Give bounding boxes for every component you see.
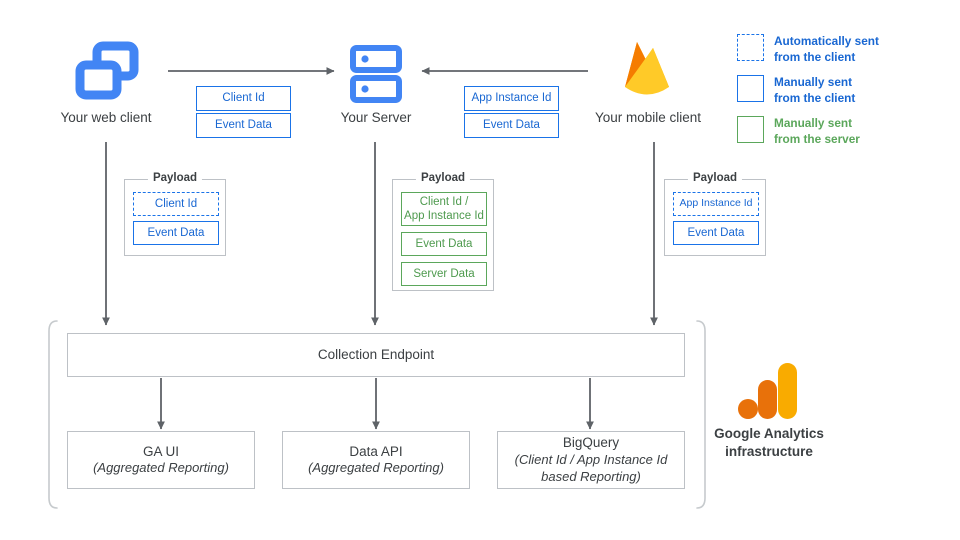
payload-mobile-event-data: Event Data xyxy=(673,221,759,245)
collection-endpoint-label: Collection Endpoint xyxy=(317,347,435,363)
server-icon xyxy=(350,45,402,103)
legend-line-1: Automatically sent xyxy=(774,34,879,48)
legend-text-manual-client: Manually sent from the client xyxy=(774,75,855,106)
output-box-ga-ui: GA UI (Aggregated Reporting) xyxy=(67,431,255,489)
collection-endpoint-box: Collection Endpoint xyxy=(67,333,685,377)
node-label-mobile-client: Your mobile client xyxy=(594,110,702,125)
output-box-bigquery: BigQuery (Client Id / App Instance Id ba… xyxy=(497,431,685,489)
payload-title-web: Payload xyxy=(147,172,203,184)
tag-client-id: Client Id xyxy=(196,86,291,111)
payload-group-web: Payload Client Id Event Data xyxy=(124,172,226,256)
payload-title-mobile: Payload xyxy=(687,172,743,184)
legend-swatch-solid-blue xyxy=(737,75,764,102)
payload-group-server: Payload Client Id / App Instance Id Even… xyxy=(392,172,494,291)
tag-app-instance-id: App Instance Id xyxy=(464,86,559,111)
windows-icon xyxy=(75,41,139,105)
legend-text-manual-server: Manually sent from the server xyxy=(774,116,860,147)
payload-title-server: Payload xyxy=(415,172,471,184)
legend-item-manual-client: Manually sent from the client xyxy=(737,75,855,106)
tag-event-data-mobile: Event Data xyxy=(464,113,559,138)
output-sub-bigquery: (Client Id / App Instance Id based Repor… xyxy=(514,451,668,484)
legend-item-manual-server: Manually sent from the server xyxy=(737,116,860,147)
payload-group-mobile: Payload App Instance Id Event Data xyxy=(664,172,766,256)
legend-item-auto-client: Automatically sent from the client xyxy=(737,34,879,65)
legend-text-auto-client: Automatically sent from the client xyxy=(774,34,879,65)
payload-web-event-data: Event Data xyxy=(133,221,219,245)
payload-server-server-data: Server Data xyxy=(401,262,487,286)
node-label-server: Your Server xyxy=(340,110,412,125)
legend-line-2: from the server xyxy=(774,131,860,146)
firebase-flame-icon xyxy=(617,38,677,104)
legend-swatch-solid-green xyxy=(737,116,764,143)
payload-mobile-app-instance-id: App Instance Id xyxy=(673,192,759,216)
node-label-web-client: Your web client xyxy=(60,110,152,125)
payload-server-ids: Client Id / App Instance Id xyxy=(401,192,487,226)
output-title-data-api: Data API xyxy=(349,443,403,459)
output-title-bigquery: BigQuery xyxy=(562,435,620,451)
payload-web-client-id: Client Id xyxy=(133,192,219,216)
tag-event-data: Event Data xyxy=(196,113,291,138)
output-title-ga-ui: GA UI xyxy=(142,443,179,459)
legend-line-1: Manually sent xyxy=(774,75,853,89)
output-sub-ga-ui: (Aggregated Reporting) xyxy=(93,460,229,476)
legend-line-2: from the client xyxy=(774,90,856,105)
legend-line-2: from the client xyxy=(774,49,856,64)
legend-line-1: Manually sent xyxy=(774,116,853,130)
output-sub-data-api: (Aggregated Reporting) xyxy=(308,460,444,476)
bracket-left xyxy=(48,320,58,509)
bracket-right xyxy=(696,320,706,509)
legend-swatch-dashed-blue xyxy=(737,34,764,61)
google-analytics-icon xyxy=(738,363,800,423)
ga-infrastructure-label: Google Analytics infrastructure xyxy=(714,426,824,459)
output-box-data-api: Data API (Aggregated Reporting) xyxy=(282,431,470,489)
payload-server-event-data: Event Data xyxy=(401,232,487,256)
